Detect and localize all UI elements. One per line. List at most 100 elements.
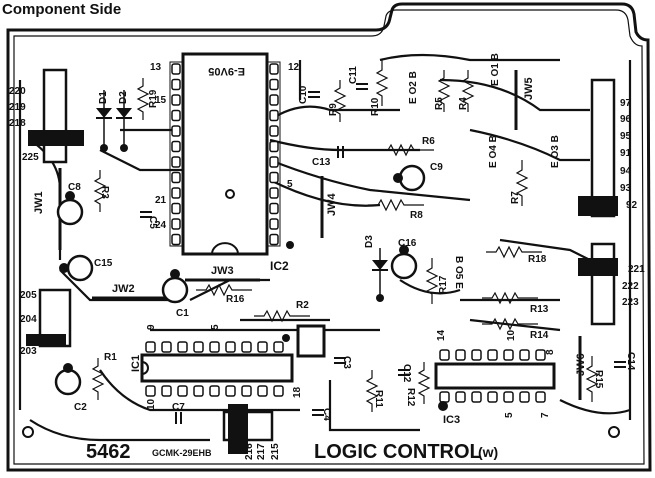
ic-pad [161, 385, 172, 397]
ic-pad [257, 341, 268, 353]
left-top-pin-225: 225 [22, 152, 39, 163]
ic-pad [171, 187, 181, 199]
ic-pad [241, 341, 252, 353]
ic1-pin-5: 5 [210, 324, 221, 330]
ic-pad [209, 385, 220, 397]
ic-pad [171, 218, 181, 230]
label-c14: C14 [625, 352, 636, 371]
board-number: 5462 [86, 441, 131, 463]
ic-pad [269, 125, 279, 137]
ic-pad [171, 94, 181, 106]
left-top-pin-219: 219 [9, 102, 26, 113]
ic-pad [269, 109, 279, 122]
label-jw1: JW1 [33, 191, 45, 214]
ic3-pin-7: 7 [540, 412, 551, 418]
ic2-pin-5: 5 [287, 179, 293, 190]
right-top-pin-97: 97 [620, 98, 632, 109]
ic-pad [171, 78, 181, 91]
label-r8: R8 [410, 210, 423, 221]
bottom-pin-216: 216 [244, 443, 255, 460]
label-r18: R18 [528, 254, 547, 265]
ic-pad [273, 341, 284, 353]
ic-pad [171, 140, 181, 153]
header-title: Component Side [2, 1, 121, 18]
label-c1: C1 [176, 308, 189, 319]
ic-pad [171, 171, 181, 184]
label-c11: C11 [348, 66, 359, 84]
label-bo5e: B O5 E [453, 256, 464, 289]
ic3-pin-14: 14 [436, 329, 447, 341]
ic-pad [535, 349, 546, 361]
ic2-pads [171, 63, 279, 246]
ic1-pin-9: 9 [146, 324, 157, 330]
ic3-pin-10: 10 [506, 329, 517, 341]
label-r17: R17 [438, 275, 449, 294]
ic-pad [193, 341, 204, 353]
bottom-pin-215: 215 [270, 443, 281, 460]
ic-pad [269, 233, 279, 246]
component-labels: D1 D2 R19 C10 C11 R9 R10 E O2 B R5 R4 E … [68, 53, 636, 421]
label-d2: D2 [118, 91, 129, 104]
label-eo2b: E O2 B [408, 71, 419, 104]
board-name: LOGIC CONTROL [314, 441, 482, 463]
label-jw5: JW5 [523, 77, 535, 100]
ic-pad [171, 125, 181, 137]
ic-pad [273, 385, 284, 397]
label-r3: R3 [99, 186, 110, 199]
board-code: GCMK-29EHB [152, 448, 212, 458]
label-c5: C5 [147, 216, 158, 229]
right-bottom-connector [578, 242, 618, 326]
bottom-pin-217: 217 [256, 443, 267, 460]
ic2-pin-21: 21 [155, 195, 167, 206]
label-c3: C3 [341, 356, 352, 369]
ic1-chip [140, 353, 294, 383]
right-bottom-pin-223: 223 [622, 297, 639, 308]
label-r2: R2 [296, 300, 309, 311]
ic-pad [535, 391, 546, 403]
bottom-connector [222, 404, 274, 454]
right-top-pin-95: 95 [620, 131, 632, 142]
label-r19: R19 [148, 89, 159, 108]
ic-pad [487, 349, 498, 361]
trimmer-component [296, 324, 326, 358]
ic2-center-hole [225, 189, 235, 199]
ic-pad [257, 385, 268, 397]
ic-pad [145, 341, 156, 353]
ic-pad [269, 78, 279, 91]
label-r5: R5 [434, 97, 445, 110]
right-bottom-pin-221: 221 [628, 264, 645, 275]
right-top-pin-93: 93 [620, 183, 632, 194]
label-r11: R11 [373, 390, 384, 408]
ic2-pin-15: 15 [155, 95, 167, 106]
label-r7: R7 [510, 191, 521, 204]
diodes [96, 90, 388, 302]
right-top-pin-92: 92 [626, 200, 638, 211]
ic-pad [503, 349, 514, 361]
label-jw3: JW3 [211, 265, 234, 277]
right-top-pin-94: 94 [620, 166, 632, 177]
ic3-pin1-marker [438, 401, 448, 411]
label-r15: R15 [593, 370, 604, 389]
label-r1: R1 [104, 352, 117, 363]
label-r14: R14 [530, 330, 549, 341]
ic-pad [171, 109, 181, 122]
label-r16: R16 [226, 294, 245, 305]
ic-pad [241, 385, 252, 397]
right-top-pin-96: 96 [620, 114, 632, 125]
ic2-chip: E-9V05 [169, 52, 281, 256]
ic-pad [487, 391, 498, 403]
label-c16: C16 [398, 238, 417, 249]
left-bottom-pin-205: 205 [20, 290, 37, 301]
ic-pad [225, 385, 236, 397]
label-jw6: JW6 [575, 353, 587, 376]
right-top-connector [578, 78, 618, 218]
ic-pad [209, 341, 220, 353]
ic2-pin-24: 24 [155, 220, 167, 231]
label-c4: C4 [321, 408, 332, 421]
label-d1: D1 [98, 91, 109, 104]
label-eo3b: E O3 B [550, 135, 561, 168]
ic1-pin-18: 18 [292, 386, 303, 398]
right-bottom-pin-222: 222 [622, 281, 639, 292]
ic-pad [519, 349, 530, 361]
